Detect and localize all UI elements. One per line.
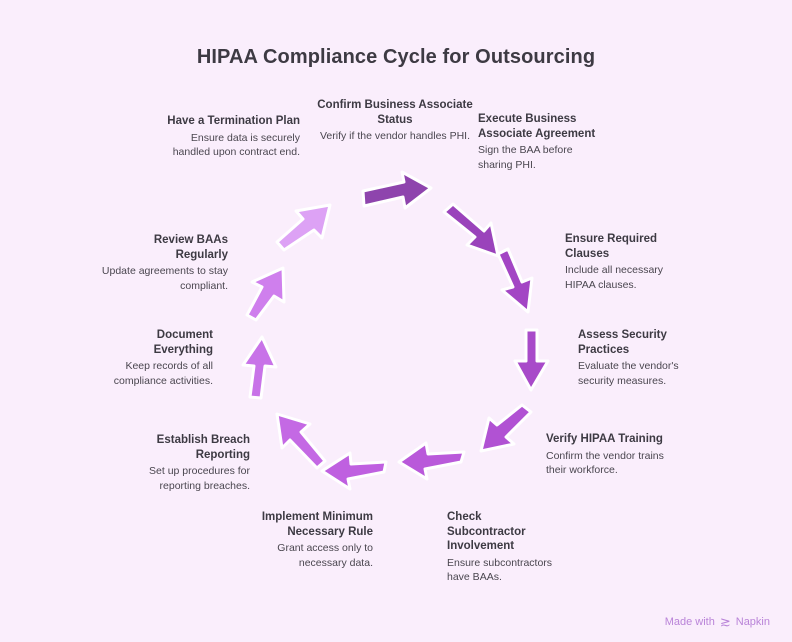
cycle-step-establish-breach-reporting[interactable]: Establish Breach Reporting Set up proced… xyxy=(125,433,250,493)
step-title: Check Subcontractor Involvement xyxy=(447,511,526,552)
step-description: Ensure subcontractors have BAAs. xyxy=(447,556,553,584)
napkin-watermark[interactable]: Made with ≳ Napkin xyxy=(665,615,770,628)
arrow-2 xyxy=(442,202,500,258)
step-description: Confirm the vendor trains their workforc… xyxy=(546,449,664,477)
step-title: Ensure Required Clauses xyxy=(565,233,658,260)
cycle-step-review-baas-regularly[interactable]: Review BAAs Regularly Update agreements … xyxy=(100,233,228,293)
cycle-step-ensure-required-clauses[interactable]: Ensure Required Clauses Include all nece… xyxy=(565,232,695,292)
arrow-10 xyxy=(245,266,286,322)
arrow-8 xyxy=(275,412,327,470)
page-title: HIPAA Compliance Cycle for Outsourcing xyxy=(196,46,596,68)
cycle-step-implement-minimum-necessary-rule[interactable]: Implement Minimum Necessary Rule Grant a… xyxy=(243,510,373,570)
step-description: Sign the BAA before sharing PHI. xyxy=(478,144,573,171)
step-title: Have a Termination Plan xyxy=(167,115,300,127)
step-title: Document Everything xyxy=(153,329,213,356)
napkin-logo-icon: ≳ xyxy=(719,614,731,629)
arrow-3 xyxy=(496,247,534,314)
arrow-7 xyxy=(320,451,388,491)
step-description: Update agreements to stay compliant. xyxy=(101,265,228,292)
cycle-step-execute-business-associate-agreement[interactable]: Execute Business Associate Agreement Sig… xyxy=(478,112,598,172)
cycle-step-assess-security-practices[interactable]: Assess Security Practices Evaluate the v… xyxy=(578,328,708,388)
cycle-step-document-everything[interactable]: Document Everything Keep records of all … xyxy=(105,328,213,388)
step-description: Verify if the vendor handles PHI. xyxy=(320,130,470,142)
step-title: Confirm Business Associate Status xyxy=(317,99,473,126)
watermark-brand: Napkin xyxy=(735,615,770,628)
step-title: Review BAAs Regularly xyxy=(153,234,228,261)
step-title: Execute Business Associate Agreement xyxy=(478,113,596,140)
cycle-step-check-subcontractor-involvement[interactable]: Check Subcontractor Involvement Ensure s… xyxy=(447,510,557,585)
cycle-step-have-a-termination-plan[interactable]: Have a Termination Plan Ensure data is s… xyxy=(155,114,300,160)
step-title: Assess Security Practices xyxy=(578,329,667,356)
watermark-prefix: Made with xyxy=(664,615,715,628)
arrow-6 xyxy=(397,441,466,481)
step-description: Grant access only to necessary data. xyxy=(277,542,373,569)
arrow-9 xyxy=(241,335,278,400)
step-description: Keep records of all compliance activitie… xyxy=(113,360,213,387)
cycle-step-confirm-business-associate-status[interactable]: Confirm Business Associate Status Verify… xyxy=(315,98,475,144)
arrow-1 xyxy=(361,170,433,210)
step-description: Evaluate the vendor's security measures. xyxy=(578,360,679,387)
arrow-11 xyxy=(275,203,332,252)
step-title: Establish Breach Reporting xyxy=(156,434,250,461)
cycle-step-verify-hipaa-training[interactable]: Verify HIPAA Training Confirm the vendor… xyxy=(546,432,686,478)
arrow-5 xyxy=(479,403,533,453)
step-title: Verify HIPAA Training xyxy=(546,433,663,445)
step-description: Include all necessary HIPAA clauses. xyxy=(565,264,664,291)
step-description: Set up procedures for reporting breaches… xyxy=(149,465,250,492)
step-title: Implement Minimum Necessary Rule xyxy=(261,511,373,538)
step-description: Ensure data is securely handled upon con… xyxy=(172,131,300,159)
arrow-4 xyxy=(513,328,550,392)
